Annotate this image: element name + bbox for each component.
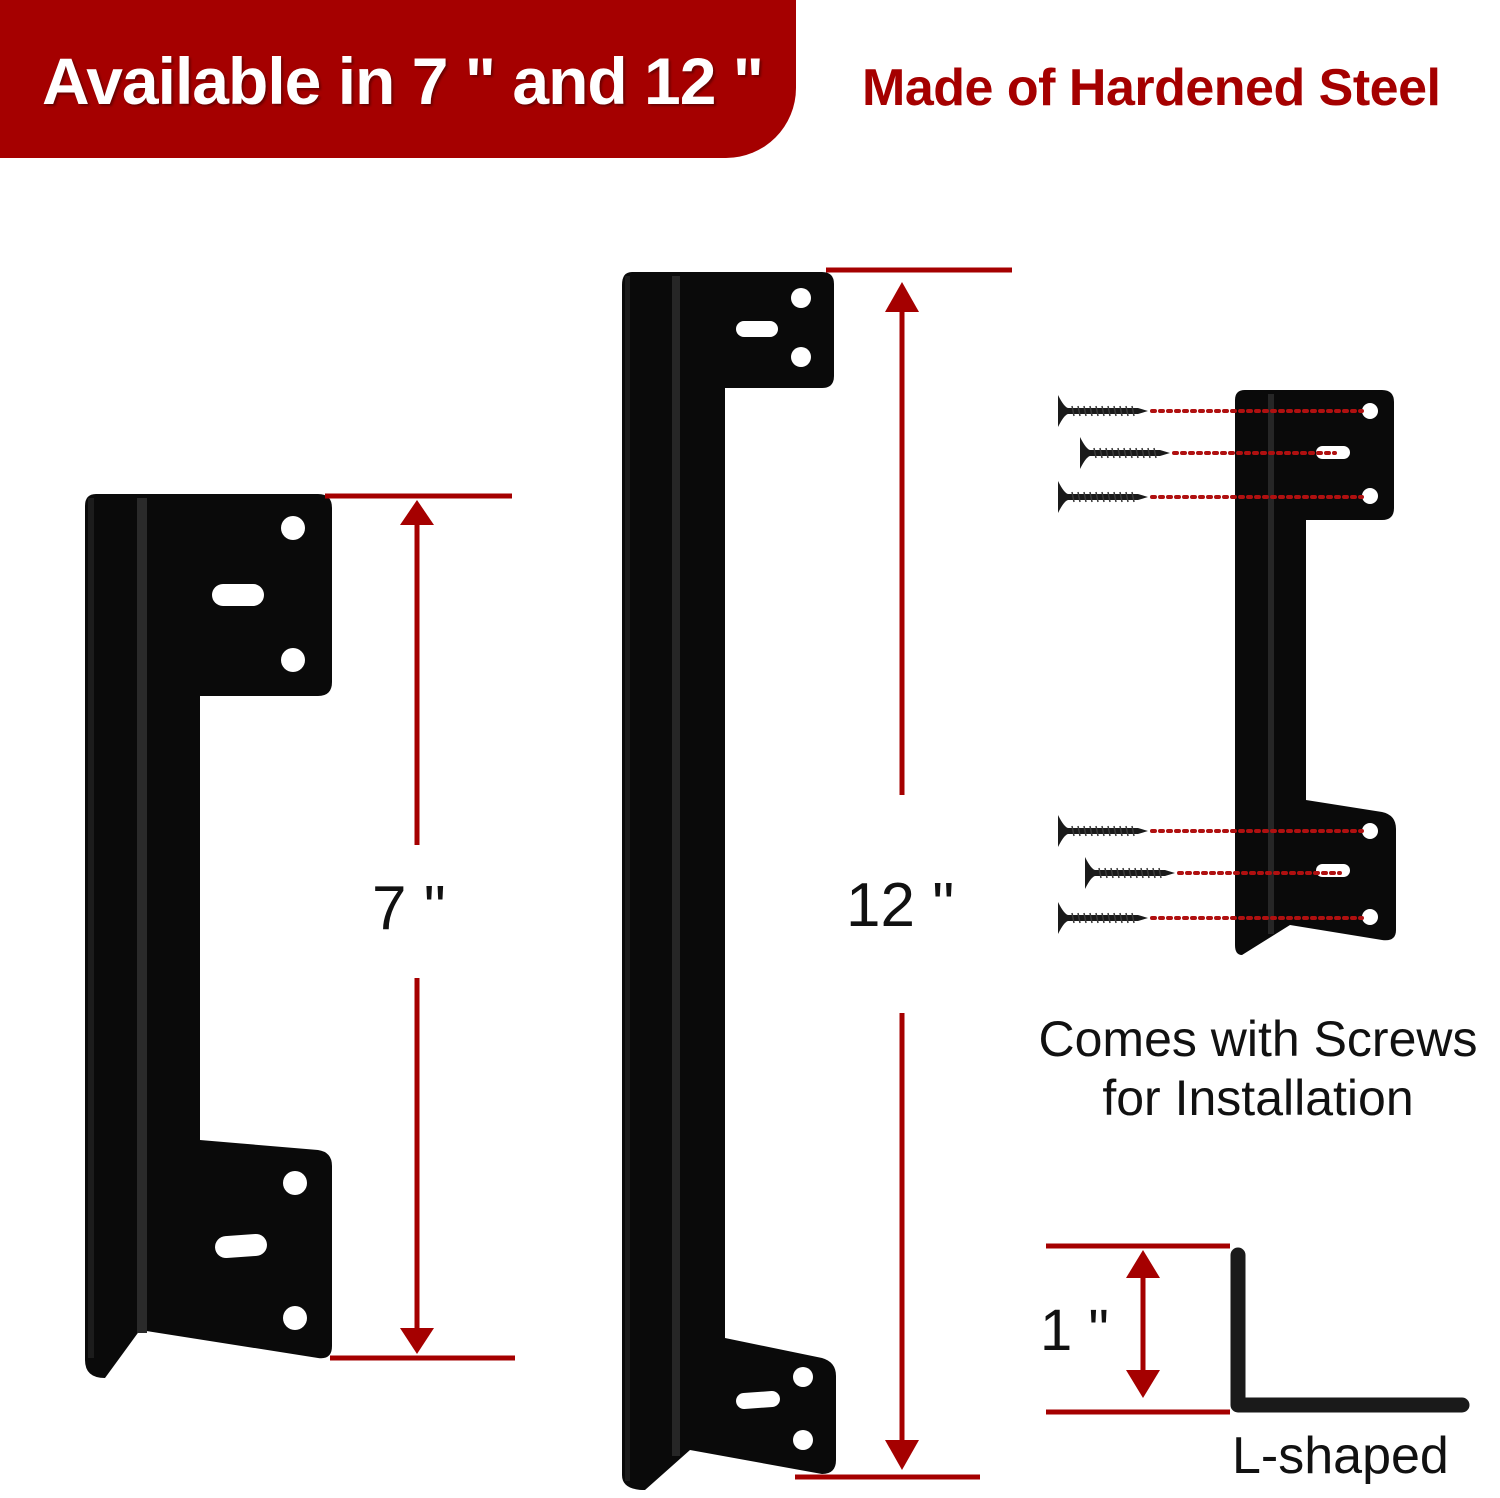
l-profile-diagram — [1046, 1243, 1470, 1415]
dimension-label-7-inch: 7 " — [372, 874, 446, 943]
screw-set — [1057, 394, 1176, 935]
screw-guide-lines — [1150, 409, 1364, 920]
banner-title: Available in 7 " and 12 " — [42, 44, 764, 118]
screw-icon — [1057, 814, 1149, 848]
screw-icon — [1057, 901, 1149, 935]
dimension-label-12-inch: 12 " — [846, 871, 955, 940]
dimension-12-inch — [795, 267, 1012, 1480]
screws-caption-line1: Comes with Screws — [1038, 1011, 1478, 1067]
screw-icon — [1084, 856, 1176, 890]
feature-headline: Made of Hardened Steel — [862, 59, 1441, 117]
screw-icon — [1079, 436, 1171, 470]
l-shaped-label: L-shaped — [1232, 1427, 1449, 1485]
header-banner: Available in 7 " and 12 " — [0, 0, 796, 158]
bracket-installation-view — [1235, 390, 1396, 955]
screw-icon — [1057, 480, 1149, 514]
screws-caption: Comes with Screws for Installation — [1018, 1010, 1498, 1128]
bracket-7-inch — [85, 494, 332, 1378]
screws-caption-line2: for Installation — [1102, 1070, 1414, 1126]
screw-icon — [1057, 394, 1149, 428]
dimension-label-1-inch: 1 " — [1040, 1298, 1109, 1363]
bracket-12-inch — [622, 272, 836, 1490]
dimension-7-inch — [325, 493, 515, 1361]
